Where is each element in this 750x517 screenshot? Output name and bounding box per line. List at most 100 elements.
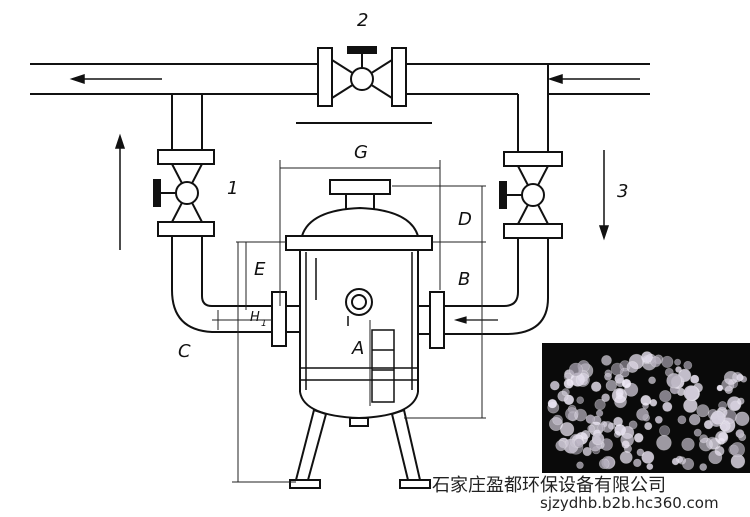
granule (561, 388, 570, 397)
granule (715, 430, 729, 445)
label-dim-c: C (178, 341, 191, 362)
granule (636, 448, 645, 457)
granule (737, 397, 745, 405)
granule (549, 380, 560, 391)
granule (613, 431, 621, 438)
label-dim-b: B (458, 269, 470, 290)
granule (677, 415, 687, 425)
granule (605, 380, 617, 392)
granule (734, 411, 750, 426)
flow-arrow-inlet (453, 316, 498, 324)
granule (648, 376, 656, 385)
flow-arrow-up (114, 133, 126, 250)
granule (659, 425, 671, 437)
granule (633, 458, 642, 468)
granule (597, 423, 606, 432)
left-riser-pipe (171, 94, 272, 333)
granule (718, 401, 727, 410)
granule (610, 362, 624, 376)
granule (710, 410, 725, 425)
granule (601, 393, 610, 403)
granule (569, 362, 583, 377)
outlet-valve-1 (153, 149, 215, 237)
granule (671, 457, 680, 466)
granule (708, 450, 723, 465)
granule (675, 366, 682, 373)
granule (595, 409, 604, 417)
flow-arrow-main-left (69, 73, 162, 85)
granule (576, 396, 585, 405)
granule (696, 404, 710, 418)
granule (613, 416, 623, 427)
granule (641, 351, 653, 363)
bypass-valve-2 (317, 46, 407, 107)
granule (677, 456, 687, 465)
granule (559, 422, 575, 437)
granule (604, 372, 612, 381)
granule (574, 408, 587, 422)
granule (576, 461, 584, 469)
watermark-url: sjzydhb.b2b.hc360.com (540, 494, 719, 512)
product-photo-inset (542, 343, 750, 473)
granule (721, 378, 735, 392)
granule (573, 438, 584, 448)
granule (581, 430, 591, 440)
granule (552, 414, 563, 426)
granule (656, 435, 672, 451)
label-dim-e: E (254, 259, 266, 280)
granule (719, 420, 731, 432)
granule (683, 385, 699, 401)
granule (646, 463, 654, 470)
vessel-legs (289, 408, 431, 489)
granule (640, 394, 652, 406)
granule (641, 450, 655, 464)
label-dim-d: D (458, 209, 472, 230)
granule (591, 432, 605, 445)
granule (688, 413, 701, 426)
granule (732, 371, 743, 383)
granule (626, 361, 639, 373)
granule (681, 437, 695, 451)
crystal-granules (547, 351, 750, 471)
granule (585, 414, 596, 424)
inlet-flange (418, 291, 445, 349)
granule (699, 463, 708, 471)
granule (650, 356, 662, 368)
label-dim-a: A (351, 338, 364, 359)
label-dim-g: G (354, 142, 368, 163)
granule (666, 373, 682, 389)
granule (575, 372, 590, 387)
flow-arrow-main-right (547, 73, 640, 85)
granule (547, 398, 558, 409)
main-pipe (30, 63, 650, 95)
granule (633, 432, 644, 443)
label-valve-1: 1 (227, 178, 238, 199)
vessel-internals (300, 252, 418, 403)
granule (628, 420, 638, 430)
watermark-company-name: 石家庄盈都环保设备有限公司 (432, 475, 666, 496)
granule (590, 381, 602, 392)
granule (621, 378, 632, 389)
granule (555, 440, 567, 452)
granule (598, 458, 610, 470)
label-dim-h-subscript: 1 (261, 319, 267, 329)
inlet-valve-3 (499, 151, 563, 239)
granule (729, 442, 745, 458)
granule (683, 398, 698, 413)
granule (619, 450, 633, 464)
granule (601, 355, 612, 366)
granule (735, 429, 745, 438)
right-riser-pipe (444, 64, 549, 335)
sight-glass (345, 288, 373, 316)
granule (644, 422, 653, 431)
granule (614, 374, 625, 384)
outlet-flange (271, 291, 300, 347)
granule (674, 358, 681, 366)
granule (661, 355, 674, 368)
granule (699, 437, 713, 452)
granule (683, 360, 693, 370)
flow-arrow-down (598, 150, 610, 241)
granule (621, 440, 630, 449)
dimension-lines (212, 160, 486, 483)
